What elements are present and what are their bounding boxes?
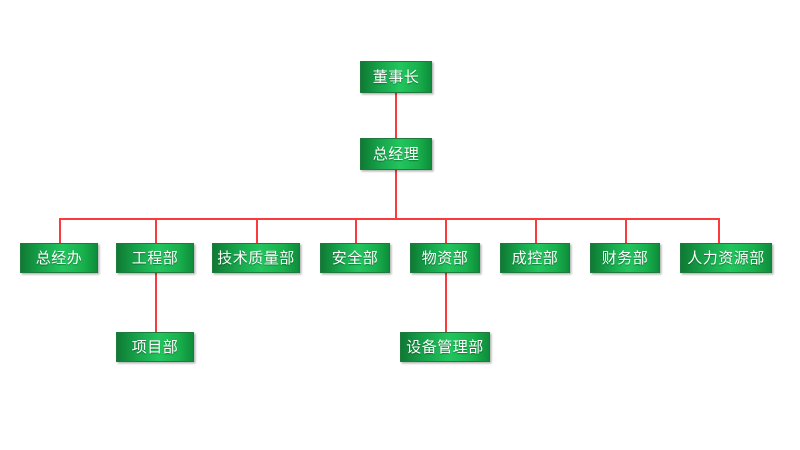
connector-bus-to-gm-office	[59, 218, 61, 243]
node-technical-quality-department[interactable]: 技术质量部	[212, 243, 300, 273]
node-equipment-management-department[interactable]: 设备管理部	[400, 332, 490, 362]
connector-bus-to-engineering	[155, 218, 157, 243]
node-cost-control-department-label: 成控部	[511, 249, 559, 267]
node-engineering-department-label: 工程部	[131, 249, 179, 267]
connector-chairman-to-gm	[395, 93, 397, 138]
connector-bus-to-safety	[355, 218, 357, 243]
node-materials-department[interactable]: 物资部	[410, 243, 480, 273]
node-project-department[interactable]: 项目部	[116, 332, 194, 362]
node-chairman-label: 董事长	[372, 68, 420, 86]
node-general-manager-office-label: 总经办	[35, 249, 83, 267]
node-technical-quality-department-label: 技术质量部	[217, 249, 295, 267]
connector-gm-to-bus	[395, 170, 397, 218]
node-project-department-label: 项目部	[131, 338, 179, 356]
node-finance-department[interactable]: 财务部	[590, 243, 660, 273]
connector-department-bus	[59, 218, 718, 220]
connector-bus-to-finance	[625, 218, 627, 243]
node-cost-control-department[interactable]: 成控部	[500, 243, 570, 273]
connector-engineering-to-project	[155, 273, 157, 332]
node-general-manager-office[interactable]: 总经办	[20, 243, 98, 273]
node-materials-department-label: 物资部	[421, 249, 469, 267]
node-human-resources-department[interactable]: 人力资源部	[680, 243, 772, 273]
connector-bus-to-hr	[718, 218, 720, 243]
node-human-resources-department-label: 人力资源部	[687, 249, 765, 267]
connector-bus-to-tech-qa	[256, 218, 258, 243]
node-safety-department[interactable]: 安全部	[320, 243, 390, 273]
connector-bus-to-materials	[445, 218, 447, 243]
connector-materials-to-equipment	[445, 273, 447, 332]
node-chairman[interactable]: 董事长	[360, 61, 432, 93]
node-safety-department-label: 安全部	[331, 249, 379, 267]
node-finance-department-label: 财务部	[601, 249, 649, 267]
node-general-manager[interactable]: 总经理	[360, 138, 432, 170]
node-engineering-department[interactable]: 工程部	[116, 243, 194, 273]
node-general-manager-label: 总经理	[372, 145, 420, 163]
connector-bus-to-cost-control	[535, 218, 537, 243]
node-equipment-management-department-label: 设备管理部	[406, 338, 484, 356]
